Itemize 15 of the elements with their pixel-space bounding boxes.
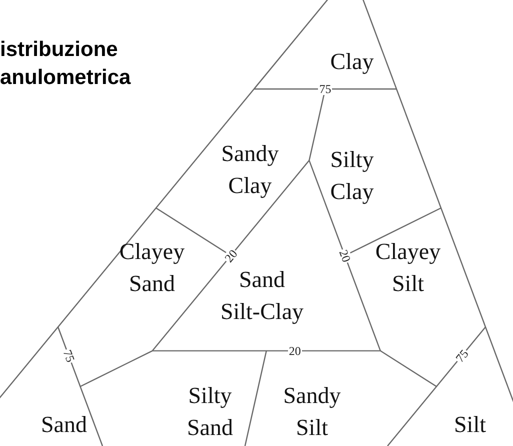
soil-class-label: Clay <box>330 46 374 78</box>
soil-class-label: Sandy Silt <box>283 380 341 444</box>
soil-class-label: Sand <box>41 409 87 441</box>
title: istribuzione anulometrica <box>0 37 132 91</box>
soil-class-label: Silt <box>454 409 486 441</box>
scale-value: 20 <box>336 246 353 264</box>
scale-value: 75 <box>318 83 332 95</box>
soil-class-label: Clayey Silt <box>375 236 441 300</box>
scale-value: 20 <box>288 344 302 357</box>
scale-value: 75 <box>60 346 77 364</box>
soil-class-label: Silty Clay <box>330 144 374 208</box>
soil-class-label: Sandy Clay <box>221 138 279 202</box>
soil-class-label: Clayey Sand <box>119 236 185 300</box>
soil-class-label: Sand Silt-Clay <box>220 264 304 328</box>
soil-class-label: Silty Sand <box>187 380 233 444</box>
